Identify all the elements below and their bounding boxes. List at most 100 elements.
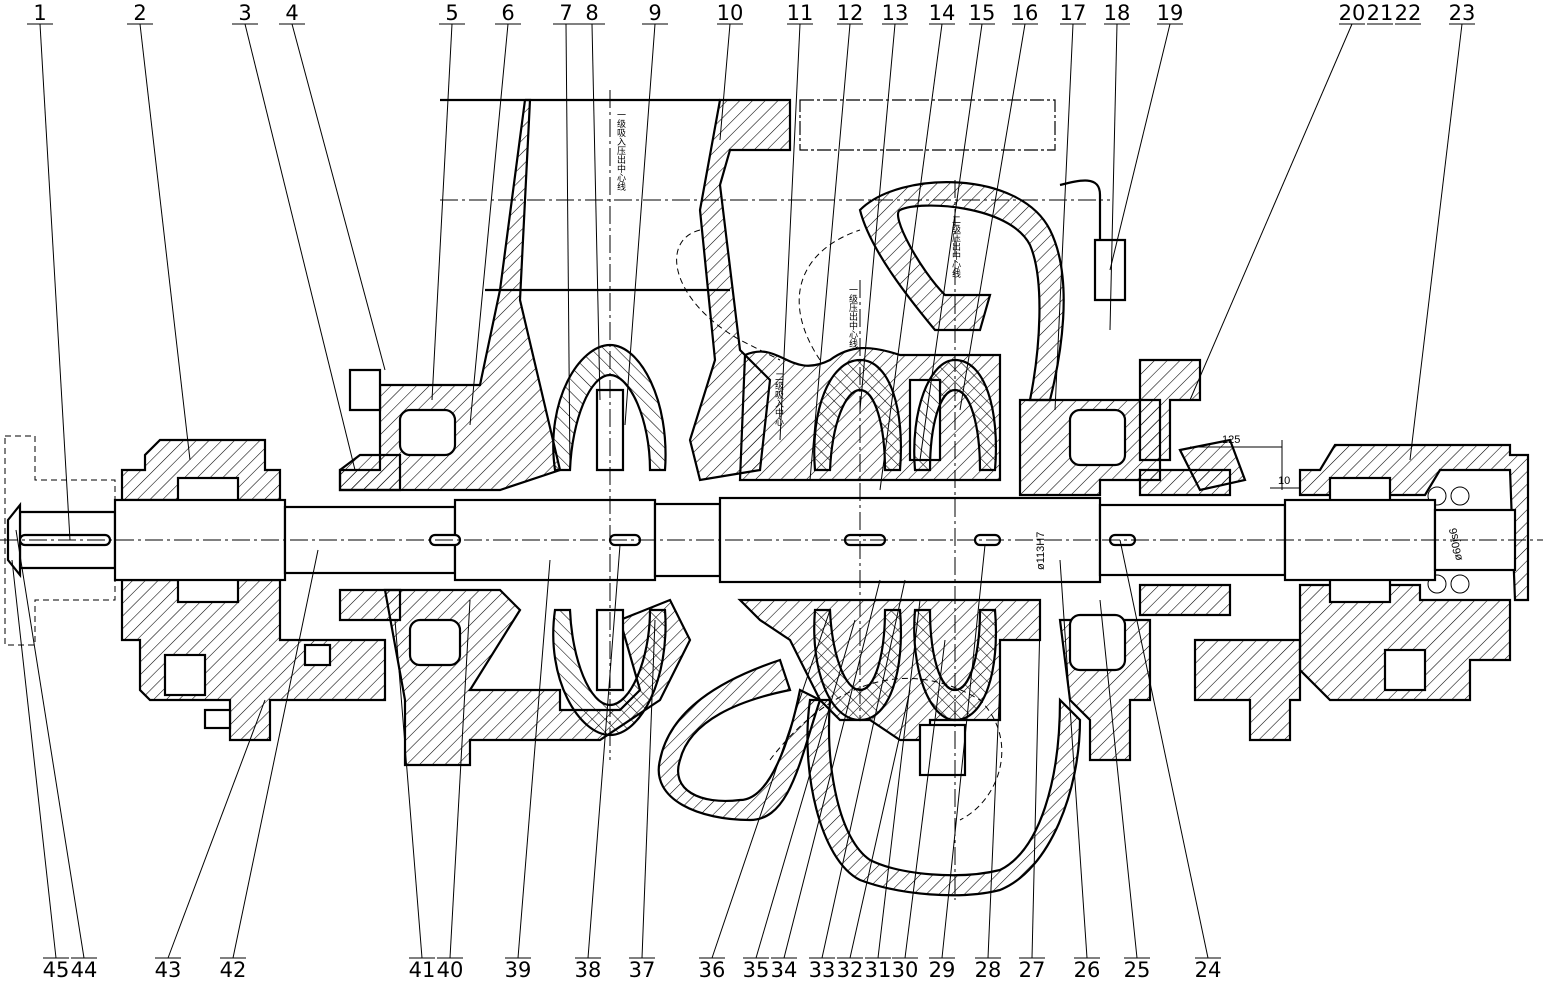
callout-number: 10 [717, 1, 744, 25]
callout-43: 43 [155, 699, 266, 982]
callout-36: 36 [699, 609, 831, 982]
leader-line [1189, 23, 1353, 401]
leader-line [987, 679, 1001, 959]
leader-line [291, 23, 386, 371]
callout-number: 29 [929, 958, 956, 982]
leader-line [755, 619, 856, 959]
impeller-stage3 [913, 358, 997, 722]
svg-text:10: 10 [1278, 475, 1290, 487]
callout-6: 6 [469, 1, 521, 426]
callout-number: 32 [837, 958, 864, 982]
callout-28: 28 [975, 679, 1001, 982]
volute-casing [657, 99, 1162, 897]
leader-line [959, 23, 1026, 411]
callout-16: 16 [959, 1, 1039, 411]
leader-line [517, 559, 551, 959]
leader-line [1099, 599, 1138, 959]
callout-42: 42 [220, 549, 319, 982]
leader-line [11, 559, 57, 959]
callout-27: 27 [1019, 619, 1045, 982]
callout-number: 34 [771, 958, 798, 982]
callout-number: 18 [1104, 1, 1131, 25]
callout-15: 15 [919, 1, 995, 461]
leader-line [394, 619, 423, 959]
callout-1: 1 [27, 1, 71, 541]
callout-41: 41 [394, 619, 436, 982]
centerline-label-stage2-suction: 二级吸入中心 [773, 372, 784, 426]
leader-line [1054, 23, 1074, 411]
callout-7: 7 [553, 1, 579, 471]
callout-11: 11 [779, 1, 814, 441]
callout-29: 29 [929, 544, 986, 982]
callout-34: 34 [771, 579, 881, 982]
leader-line [139, 23, 191, 461]
leader-line [1109, 23, 1118, 331]
callout-number: 35 [743, 958, 770, 982]
callout-number: 16 [1012, 1, 1039, 25]
leader-line [941, 544, 986, 959]
callout-9: 9 [624, 1, 668, 426]
centerline-label-stage2-discharge: 二级压出中心线 [950, 215, 961, 278]
leader-line [15, 529, 85, 959]
callout-number: 26 [1074, 958, 1101, 982]
leader-line [849, 689, 911, 959]
leader-line [587, 544, 621, 959]
leader-line [232, 549, 319, 959]
callout-26: 26 [1059, 559, 1101, 982]
callout-number: 42 [220, 958, 247, 982]
callout-number: 24 [1195, 958, 1222, 982]
callout-number: 37 [629, 958, 656, 982]
leader-line [591, 23, 601, 401]
callout-number: 8 [585, 1, 598, 25]
leader-line [1109, 23, 1171, 271]
fit-bearing-annotation: ø60js6 [1447, 527, 1465, 562]
callout-number: 30 [892, 958, 919, 982]
callout-number: 40 [437, 958, 464, 982]
leader-line [719, 23, 731, 141]
callout-4: 4 [279, 1, 386, 371]
dimension-125: 125 [1190, 434, 1283, 490]
leader-line [821, 579, 906, 959]
leader-line [859, 23, 896, 411]
leader-line [469, 23, 509, 426]
callout-23: 23 [1409, 1, 1476, 461]
callout-19: 19 [1109, 1, 1183, 271]
leader-line [1031, 619, 1041, 959]
callout-12: 12 [809, 1, 864, 481]
callout-22: 22 [1395, 1, 1422, 25]
callout-number: 41 [409, 958, 436, 982]
callout-number: 20 [1339, 1, 1366, 25]
leader-line [904, 639, 946, 959]
callout-2: 2 [127, 1, 191, 461]
callout-32: 32 [837, 689, 911, 982]
callout-8: 8 [579, 1, 605, 401]
callout-number: 11 [787, 1, 814, 25]
callout-24: 24 [1119, 539, 1222, 982]
leader-line [919, 23, 983, 461]
callout-45: 45 [11, 559, 69, 982]
callout-number: 5 [445, 1, 458, 25]
callout-number: 33 [809, 958, 836, 982]
leader-line [711, 609, 831, 959]
leader-line [779, 23, 801, 441]
leader-line [624, 23, 656, 426]
callout-number: 31 [865, 958, 892, 982]
centerline-label-stage1-suction: 一级吸入压出中心线 [615, 110, 626, 191]
callout-5: 5 [431, 1, 465, 401]
callout-number: 9 [648, 1, 661, 25]
callout-number: 4 [285, 1, 298, 25]
leader-line [1409, 23, 1463, 461]
callout-40: 40 [437, 599, 471, 982]
callout-number: 1 [33, 1, 46, 25]
callout-number: 12 [837, 1, 864, 25]
callout-number: 23 [1449, 1, 1476, 25]
leader-line [877, 599, 921, 959]
leader-line [809, 23, 851, 481]
callout-10: 10 [717, 1, 744, 141]
fit-sleeve-annotation: ø113H7 [1035, 532, 1047, 570]
leader-line [783, 579, 881, 959]
leader-line [449, 599, 471, 959]
shaft [0, 496, 1543, 584]
